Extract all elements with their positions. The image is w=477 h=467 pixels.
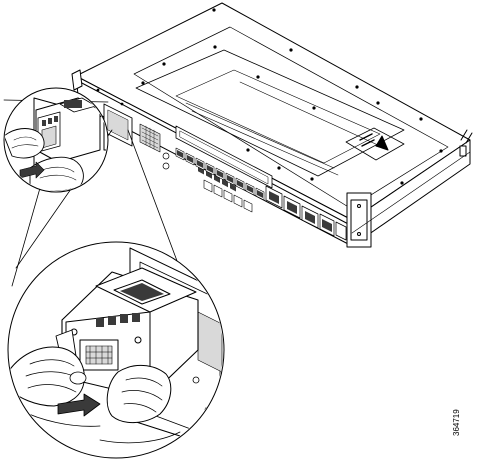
hand-left-small [5, 128, 45, 159]
hand-right [106, 365, 172, 423]
figure-id-label: 364719 [452, 409, 461, 436]
warning-label [345, 127, 405, 161]
push-arrow [57, 393, 101, 417]
insert-arrow-small [19, 161, 45, 179]
lower-detail-callout [7, 241, 225, 459]
psu-handle-small [64, 100, 82, 108]
upper-detail-callout [3, 87, 109, 193]
sfp-port-row [198, 166, 236, 192]
chassis-screws [96, 8, 443, 185]
front-panel-ports [71, 69, 347, 241]
psu-status-leds [96, 313, 140, 327]
router-chassis [75, 2, 473, 248]
hand-right-small [29, 156, 84, 191]
top-cover-panel [135, 49, 405, 177]
